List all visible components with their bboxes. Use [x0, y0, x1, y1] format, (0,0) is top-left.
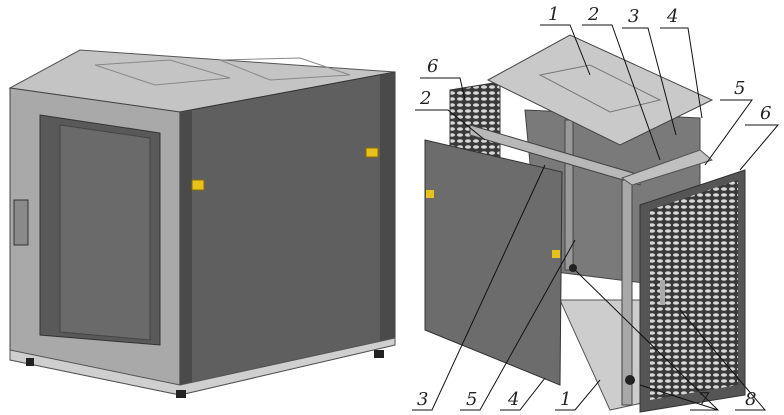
callout-bottom-7: 7 — [698, 389, 710, 410]
callout-left-6: 6 — [427, 56, 438, 77]
assembled-cabinet — [8, 49, 396, 398]
callout-right-6: 6 — [760, 103, 771, 124]
lock-icon — [365, 147, 379, 158]
callout-left-2: 2 — [419, 88, 431, 109]
foot-icon — [625, 375, 635, 385]
callout-labels: 1 2 3 4 6 2 5 6 3 5 4 1 7 8 — [417, 4, 771, 410]
side-panel — [424, 139, 563, 386]
callout-right-5: 5 — [734, 78, 745, 99]
callout-bottom-5: 5 — [466, 389, 477, 410]
lock-icon — [426, 190, 434, 198]
leader-lines — [412, 24, 780, 411]
lock-icon — [552, 250, 560, 258]
callout-bottom-8: 8 — [745, 389, 756, 410]
lock-icon — [191, 179, 205, 191]
frame-rail — [469, 124, 641, 186]
top-panel — [486, 34, 714, 146]
exploded-cabinet — [424, 34, 746, 413]
callout-top-2: 2 — [587, 4, 599, 25]
callout-bottom-3: 3 — [417, 389, 428, 410]
callout-bottom-4: 4 — [507, 389, 519, 410]
callout-top-3: 3 — [628, 6, 639, 27]
callout-top-1: 1 — [548, 4, 559, 25]
callout-top-4: 4 — [666, 6, 678, 27]
callout-bottom-1: 1 — [560, 389, 571, 410]
